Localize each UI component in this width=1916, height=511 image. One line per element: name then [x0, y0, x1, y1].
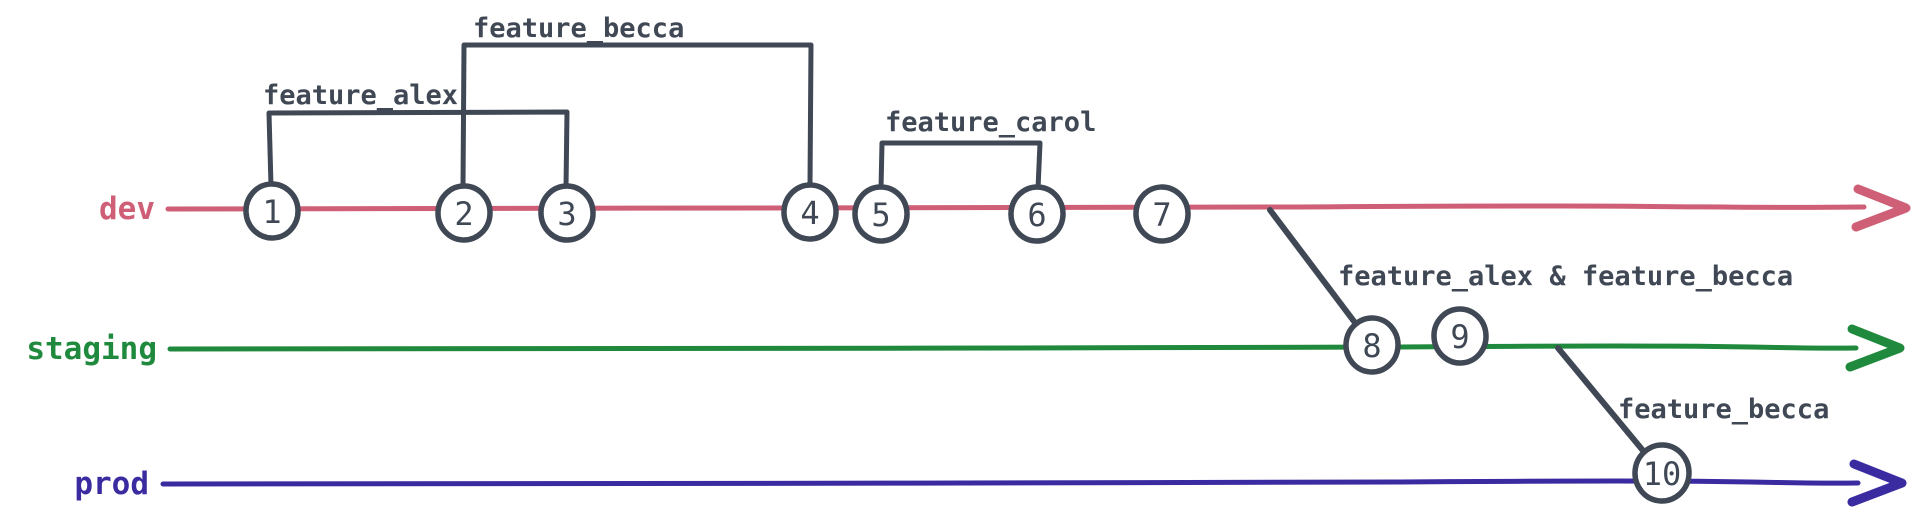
commit-7: 7: [1133, 184, 1191, 244]
feature-alex-bracket: [266, 109, 570, 191]
commit-7-number: 7: [1152, 196, 1171, 234]
commit-6: 6: [1008, 184, 1066, 244]
dev-branch: dev: [99, 184, 1911, 232]
commit-3-circle: [538, 183, 596, 243]
commit-7-circle: [1133, 184, 1191, 244]
commit-9-number: 9: [1450, 318, 1469, 356]
commit-8-circle: [1343, 315, 1401, 375]
commit-4: 4: [781, 182, 839, 242]
feature-carol-bracket: [878, 140, 1043, 192]
commit-2-circle: [435, 183, 493, 243]
staging-branch-label: staging: [26, 331, 157, 367]
commit-4-number: 4: [800, 194, 819, 232]
commits: 1 2 3 4 5 6 7 8: [243, 181, 1692, 504]
feature-connectors: [266, 42, 1648, 456]
feature-labels: feature_alex feature_becca feature_carol…: [263, 13, 1829, 425]
commit-5-circle: [852, 184, 910, 244]
dev-to-staging-merge-line: [1267, 207, 1359, 327]
commit-3: 3: [538, 183, 596, 243]
feature-alex-label: feature_alex: [263, 80, 458, 111]
commit-8-number: 8: [1362, 327, 1381, 365]
prod-branch: prod: [74, 459, 1907, 507]
commit-1-circle: [243, 181, 301, 241]
commit-1-number: 1: [262, 193, 281, 231]
commit-5: 5: [852, 184, 910, 244]
feature-becca-bracket: [460, 42, 814, 190]
dev-branch-label: dev: [99, 191, 155, 227]
merge-to-staging-label: feature_alex & feature_becca: [1338, 261, 1793, 292]
commit-10: 10: [1632, 442, 1692, 504]
prod-branch-label: prod: [74, 466, 149, 502]
commit-3-number: 3: [557, 195, 576, 233]
staging-branch-line: [167, 343, 1859, 352]
commit-6-circle: [1008, 184, 1066, 244]
merge-to-prod-label: feature_becca: [1618, 394, 1829, 425]
commit-4-circle: [781, 182, 839, 242]
commit-10-circle: [1632, 442, 1692, 504]
staging-branch: staging: [26, 324, 1905, 372]
staging-arrowhead-icon: [1845, 324, 1905, 372]
prod-arrowhead-icon: [1847, 459, 1907, 507]
commit-6-number: 6: [1027, 196, 1046, 234]
feature-becca-label: feature_becca: [473, 13, 684, 44]
dev-arrowhead-icon: [1851, 184, 1911, 232]
commit-9: 9: [1431, 306, 1489, 366]
commit-2: 2: [435, 183, 493, 243]
feature-carol-label: feature_carol: [885, 107, 1096, 138]
commit-1: 1: [243, 181, 301, 241]
staging-to-prod-merge-line: [1555, 345, 1648, 456]
prod-branch-line: [160, 478, 1861, 487]
commit-10-number: 10: [1643, 455, 1682, 493]
commit-2-number: 2: [454, 195, 473, 233]
commit-8: 8: [1343, 315, 1401, 375]
commit-9-circle: [1431, 306, 1489, 366]
commit-5-number: 5: [871, 196, 890, 234]
